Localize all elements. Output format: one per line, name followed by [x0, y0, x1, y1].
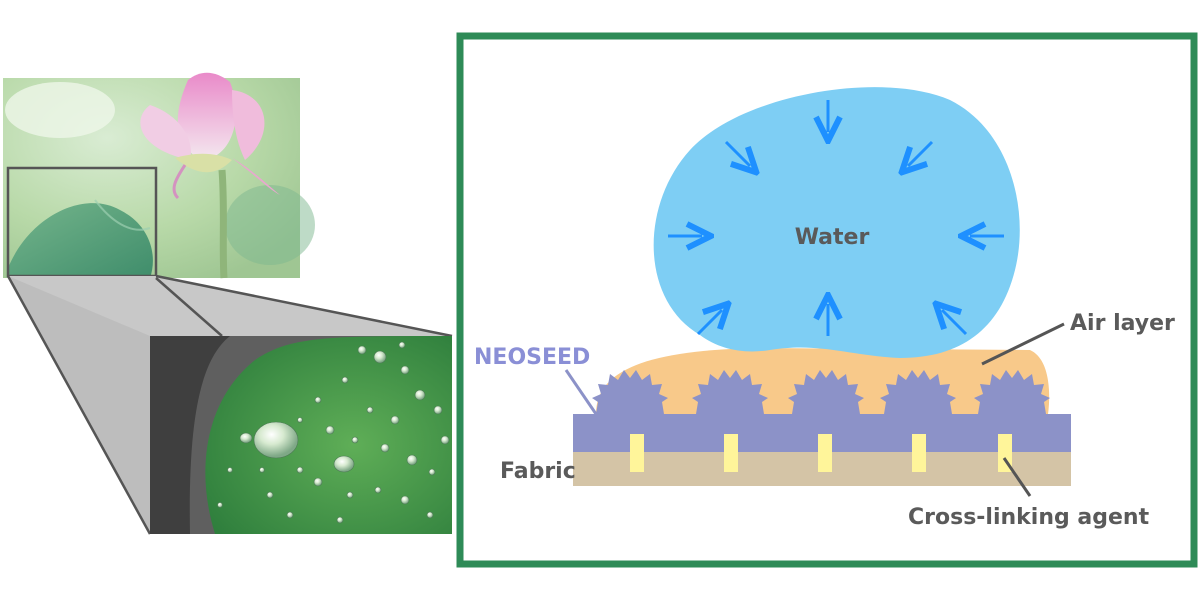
neoseed-leader: [564, 369, 598, 415]
crosslink-bar: [912, 434, 926, 472]
zoom-leaf: [205, 336, 452, 534]
crosslink-bar: [818, 434, 832, 472]
lotus-photo: [3, 72, 315, 279]
zoom-connector: [6, 274, 453, 535]
arrow-icon: [942, 310, 968, 336]
arrow-icon: [724, 140, 750, 166]
lotus-stem: [218, 169, 228, 279]
neoseed-particles: [592, 370, 1050, 414]
diagram-panel: Water Air layer NEOSEED Fabric Cross-lin…: [456, 32, 1198, 568]
water-droplets: [217, 341, 450, 524]
label-water: Water: [795, 225, 870, 250]
pressure-arrows: [668, 100, 1004, 336]
label-air-layer: Air layer: [1070, 311, 1175, 336]
arrow-icon: [908, 140, 934, 166]
crosslink-bar: [724, 434, 738, 472]
neoseed-particle: [692, 370, 768, 414]
label-neoseed: NEOSEED: [474, 345, 590, 370]
crosslink-bar: [630, 434, 644, 472]
large-droplet: [253, 421, 299, 459]
neoseed-particle: [788, 370, 864, 414]
neoseed-particle: [880, 370, 956, 414]
neoseed-particle: [592, 370, 668, 414]
zoom-photo: [150, 336, 452, 534]
lotus-flower: [140, 72, 280, 200]
crosslink-leader: [1002, 457, 1032, 497]
air-layer-leader: [981, 322, 1065, 366]
neoseed-particle: [974, 370, 1050, 414]
label-crosslink: Cross-linking agent: [908, 505, 1150, 530]
label-fabric: Fabric: [500, 459, 576, 484]
arrow-icon: [696, 310, 722, 336]
